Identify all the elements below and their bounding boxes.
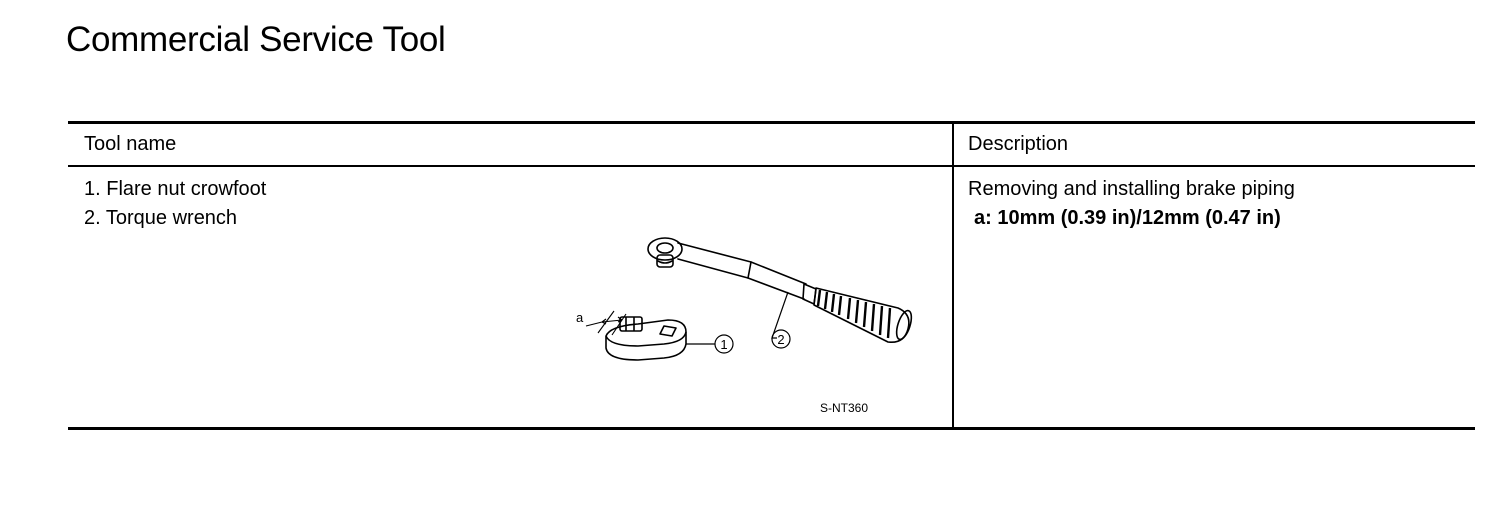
tool-name-item-2: 2. Torque wrench [84, 207, 238, 229]
dimension-a-label: a [576, 310, 584, 325]
callout-2-circle [771, 329, 791, 349]
header-rule [68, 165, 1475, 167]
callout-2-label: 2 [777, 332, 784, 347]
wrench-head [647, 237, 683, 261]
tool-illustration: 2 a 1 [568, 234, 938, 424]
page-title: Commercial Service Tool [66, 20, 446, 59]
figure-code: S-NT360 [820, 401, 869, 415]
wrench-grip [813, 287, 910, 344]
tool-name-item-1: 1. Flare nut crowfoot [84, 178, 267, 200]
column-divider [952, 124, 954, 427]
description-text: Removing and installing brake piping [968, 178, 1295, 200]
callout-1-label: 1 [720, 337, 727, 352]
description-spec: a: 10mm (0.39 in)/12mm (0.47 in) [974, 207, 1281, 229]
wrench-and-crowfoot-drawing: 2 a 1 [576, 237, 913, 361]
header-tool-name: Tool name [84, 133, 177, 155]
service-tool-table: Tool name Description 1. Flare nut crowf… [68, 121, 1475, 430]
description-cell: Removing and installing brake piping a: … [968, 175, 1295, 233]
callout-1-circle [714, 334, 734, 354]
tool-name-cell: 1. Flare nut crowfoot 2. Torque wrench [84, 175, 266, 233]
header-description: Description [968, 133, 1069, 155]
